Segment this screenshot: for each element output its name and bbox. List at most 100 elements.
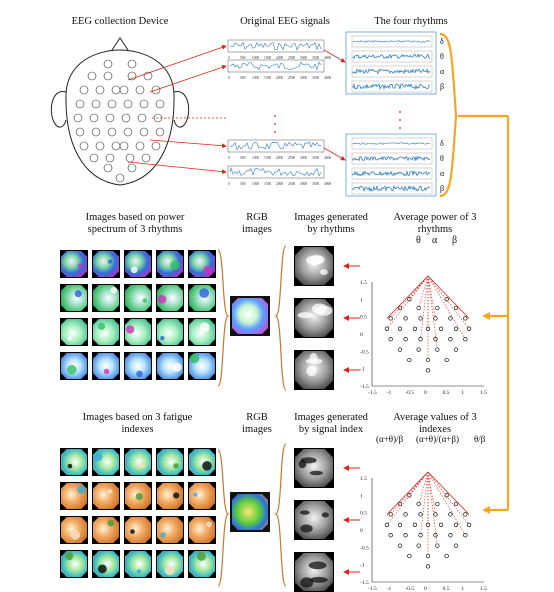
signal-tick-label: 2000: [276, 156, 283, 160]
scalp-electrode: [416, 543, 421, 548]
signal-tick-label: 2500: [288, 156, 295, 160]
scalp-electrode: [438, 522, 444, 527]
scalp-electrode: [416, 347, 421, 352]
electrode: [135, 85, 145, 95]
scalp-electrode: [412, 326, 418, 331]
scalp-y-tick: -1: [360, 367, 365, 373]
power-image-fill: [93, 251, 119, 277]
scalp-connector: [427, 275, 438, 350]
fatigue-image-fill: [157, 551, 183, 577]
gray-image-fill: [295, 247, 333, 285]
signal-tick-label: 2000: [276, 182, 283, 186]
scalp-x-tick: 0: [424, 390, 427, 396]
scalp-electrode: [433, 316, 438, 321]
fatigue-image-fill: [93, 483, 119, 509]
signal-tick-label: 3000: [300, 182, 307, 186]
scalp-y-tick: 0.5: [360, 511, 367, 517]
electrode: [107, 99, 117, 109]
scalp-y-tick: 1: [360, 493, 363, 499]
power-image-fill: [157, 285, 183, 311]
scalp-connector: [418, 471, 429, 505]
power-image-fill: [61, 285, 87, 311]
scalp-electrode: [448, 512, 453, 517]
gray-image-blob: [300, 577, 314, 588]
fatigue-image-blob: [67, 463, 73, 469]
rhythm-block: [345, 31, 437, 95]
scalp-x-tick: 1.5: [480, 586, 487, 592]
scalp-electrode: [388, 533, 393, 538]
electrode: [155, 127, 165, 137]
power-image-fill: [157, 251, 183, 277]
rhythm-trace: [352, 68, 431, 75]
signal-tick-label: 0: [228, 182, 230, 186]
rgb-images-label-2: RGB images: [242, 412, 272, 435]
rhythm-symbol: θ: [440, 52, 444, 61]
eeg-electrodes: [73, 59, 165, 183]
scalp-electrode: [403, 316, 408, 321]
power-image-fill: [93, 353, 119, 379]
signal-tick-label: 3500: [312, 156, 319, 160]
scalp-electrode: [412, 522, 418, 527]
scalp-electrode: [388, 316, 393, 321]
gray-image-fill: [295, 449, 333, 487]
scalp-x-tick: 0.5: [443, 390, 450, 396]
average-index-title: Average values of 3 indexes: [393, 412, 477, 435]
rhythm-trace: [352, 142, 431, 145]
scalp-electrode: [466, 522, 472, 527]
scalp-electrode: [435, 543, 440, 548]
scalp-electrode: [466, 326, 472, 331]
scalp-electrode: [425, 564, 431, 569]
fatigue-image-blob: [193, 492, 198, 497]
fatigue-image-blob: [164, 565, 175, 576]
electrode: [123, 127, 133, 137]
electrode: [119, 85, 129, 95]
fatigue-image-blob: [196, 551, 206, 561]
scalp-connector: [386, 471, 429, 525]
scalp-electrode: [384, 326, 390, 331]
power-image-blob: [67, 364, 77, 375]
scalp-y-tick: 1: [360, 297, 363, 303]
electrode: [141, 153, 151, 163]
electrode: [139, 127, 149, 137]
scalp-electrode: [418, 337, 423, 342]
rhythm-trace: [352, 155, 431, 162]
scalp-electrode: [403, 337, 408, 342]
electrode: [111, 141, 121, 151]
orange-arrowheads: [482, 312, 490, 514]
scalp-connector: [386, 275, 429, 319]
power-image-fill: [93, 319, 119, 345]
scalp-electrode: [433, 512, 438, 517]
fatigue-image-fill: [189, 483, 215, 509]
signal-tick-label: 1500: [264, 156, 271, 160]
theta-label: θ: [416, 235, 421, 246]
scalp-connector: [427, 471, 466, 536]
scalp-y-tick: 0: [360, 528, 363, 534]
signal-tick-label: 500: [240, 56, 246, 60]
rhythm-trace: [352, 40, 431, 43]
gray-image-blob: [315, 305, 333, 316]
signal-tick-label: 1000: [252, 56, 259, 60]
electrode: [89, 113, 99, 123]
electrode: [75, 99, 85, 109]
generated-gray-images: [294, 246, 334, 592]
signal-tick-label: 3000: [300, 56, 307, 60]
scalp-connector: [409, 275, 429, 300]
signal-tick-label: 500: [240, 182, 246, 186]
scalp-electrode: [453, 347, 459, 352]
scalp-electrode: [448, 316, 453, 321]
beta-label: β: [452, 235, 457, 246]
electrode: [137, 113, 147, 123]
scalp-y-tick: -0.5: [360, 545, 369, 551]
power-image-fill: [157, 319, 183, 345]
electrode: [103, 59, 113, 69]
electrode: [123, 99, 133, 109]
scalp-electrode: [425, 357, 431, 363]
rgb-image-2: [230, 492, 270, 532]
fatigue-image-fill: [125, 517, 151, 543]
power-image-blob: [67, 336, 72, 341]
scalp-electrode: [407, 553, 412, 559]
fatigue-image-blob: [173, 463, 179, 469]
rhythm-trace: [352, 184, 431, 193]
gray-image-blob: [300, 524, 313, 533]
scalp-electrode: [407, 357, 412, 363]
